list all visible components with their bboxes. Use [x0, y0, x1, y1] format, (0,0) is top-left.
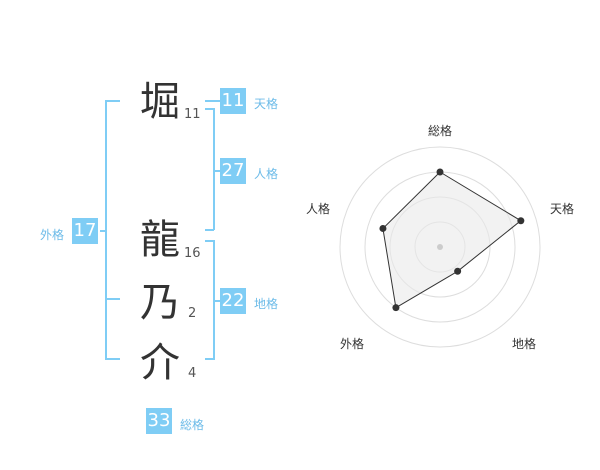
ten-value: 11 [220, 88, 246, 114]
radar-point [392, 304, 400, 312]
chi-label: 地格 [254, 297, 279, 311]
gai-label: 外格 [40, 228, 65, 242]
stroke-count-1: 11 [184, 107, 201, 122]
name-char-4: 介 [140, 340, 180, 386]
radar-label-ten: 天格 [550, 202, 575, 216]
chi-connector [213, 300, 220, 302]
stroke-count-4: 4 [188, 366, 197, 381]
radar-point [454, 267, 462, 275]
radar-label-chi: 地格 [512, 337, 537, 351]
radar-center-dot [437, 244, 443, 250]
outer-bracket-mid [105, 298, 120, 300]
radar-point [379, 224, 387, 232]
radar-label-gai: 外格 [340, 337, 365, 351]
radar-label-sou: 総格 [428, 124, 453, 138]
jin-label: 人格 [254, 167, 279, 181]
chi-bracket-bottom [205, 358, 214, 360]
ten-connector [205, 100, 220, 102]
jin-connector [213, 170, 220, 172]
radar-chart [339, 146, 541, 348]
jin-bracket-vertical [213, 108, 215, 230]
sou-value: 33 [146, 408, 172, 434]
radar-points [379, 168, 525, 312]
jin-value: 27 [220, 158, 246, 184]
radar-point [436, 168, 444, 176]
outer-bracket-top [105, 100, 120, 102]
stroke-count-2: 16 [184, 246, 201, 261]
jin-bracket-bottom [205, 229, 214, 231]
name-char-3: 乃 [140, 280, 180, 326]
name-char-2: 龍 [140, 217, 180, 263]
outer-bracket-vertical [105, 100, 107, 360]
radar-label-jin: 人格 [306, 202, 331, 216]
radar-area [382, 171, 522, 309]
radar-ring [339, 146, 541, 348]
stroke-count-3: 2 [188, 306, 197, 321]
ten-label: 天格 [254, 97, 279, 111]
jin-bracket-top [205, 108, 214, 110]
radar-point [517, 217, 525, 225]
chi-value: 22 [220, 288, 246, 314]
gai-value: 17 [72, 218, 98, 244]
name-char-1: 堀 [140, 79, 180, 125]
chi-bracket-top [205, 240, 214, 242]
outer-bracket-connector [100, 230, 106, 232]
sou-label: 総格 [180, 418, 205, 432]
outer-bracket-bottom [105, 358, 120, 360]
